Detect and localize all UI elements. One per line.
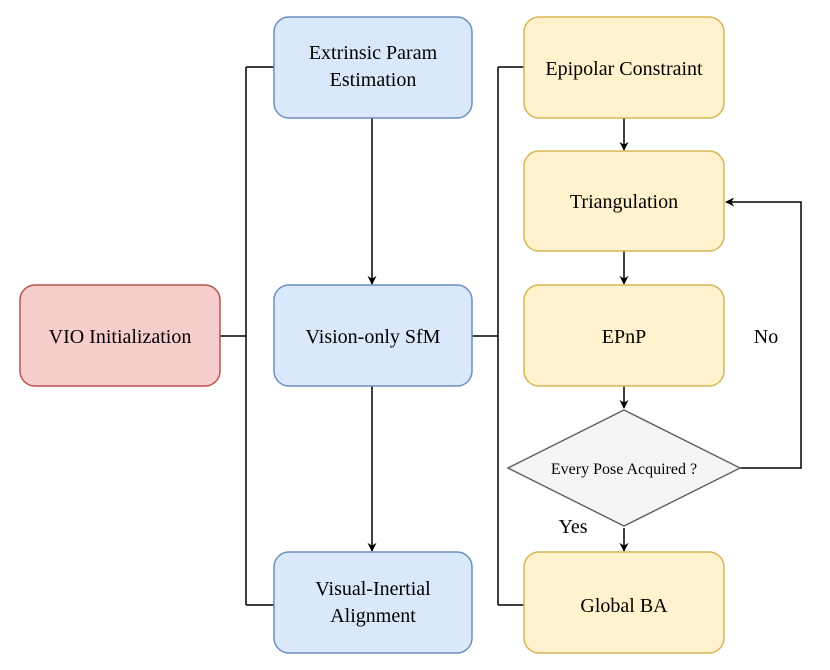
node-extrinsic-label-line2: Estimation (330, 69, 417, 91)
left-bracket-connector (220, 66, 274, 606)
node-sfm-label: Vision-only SfM (306, 326, 441, 348)
node-every-pose-acquired-decision: Every Pose Acquired ? (506, 409, 742, 527)
node-vision-only-sfm: Vision-only SfM (273, 284, 473, 387)
node-sfm-box (273, 284, 473, 387)
right-bracket-connector (472, 66, 524, 606)
node-vio-initialization-label: VIO Initialization (49, 326, 192, 348)
node-extrinsic-param-estimation: Extrinsic Param Estimation (273, 16, 473, 119)
node-extrinsic-label-line1: Extrinsic Param (309, 42, 438, 64)
node-extrinsic-box (273, 16, 473, 119)
node-alignment-label-line1: Visual-Inertial (315, 578, 431, 600)
node-epnp-box (523, 284, 725, 387)
edge-label-no: No (754, 326, 778, 348)
node-epnp: EPnP (523, 284, 725, 387)
edge-label-yes: Yes (558, 516, 587, 538)
node-global-ba-label: Global BA (580, 595, 668, 617)
node-decision-label: Every Pose Acquired ? (551, 461, 697, 478)
node-vio-initialization: VIO Initialization (19, 284, 221, 387)
node-alignment-box (273, 551, 473, 654)
node-epipolar-label: Epipolar Constraint (545, 58, 703, 80)
node-epipolar-box (523, 16, 725, 119)
flow-arrows (367, 118, 802, 552)
node-alignment-label-line2: Alignment (330, 605, 416, 627)
node-global-ba-box (523, 551, 725, 654)
node-triangulation-label: Triangulation (570, 191, 678, 213)
node-triangulation-box (523, 150, 725, 252)
node-visual-inertial-alignment: Visual-Inertial Alignment (273, 551, 473, 654)
node-global-ba: Global BA (523, 551, 725, 654)
node-epipolar-constraint: Epipolar Constraint (523, 16, 725, 119)
node-decision-diamond (506, 409, 742, 527)
arrow-decision-no-loop (725, 197, 802, 469)
node-epnp-label: EPnP (602, 326, 646, 348)
node-triangulation: Triangulation (523, 150, 725, 252)
node-vio-initialization-box (19, 284, 221, 387)
